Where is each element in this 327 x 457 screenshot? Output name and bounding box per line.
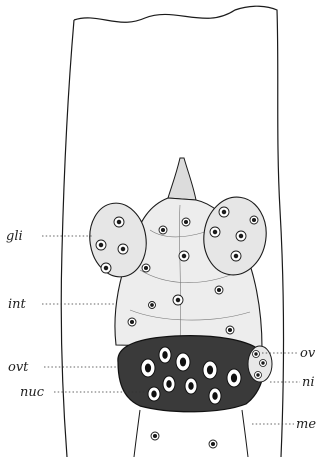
label-gli: gli	[6, 229, 23, 244]
label-ni: ni	[302, 375, 315, 390]
lower-nuclei	[151, 432, 217, 448]
ovotestis	[118, 336, 264, 412]
label-ovt: ovt	[8, 360, 29, 375]
label-nuc: nuc	[20, 385, 45, 400]
label-int: int	[8, 297, 27, 312]
lower-duct	[134, 410, 248, 457]
duct	[168, 158, 196, 200]
label-me: me	[296, 417, 316, 432]
label-ov: ov	[300, 346, 316, 361]
